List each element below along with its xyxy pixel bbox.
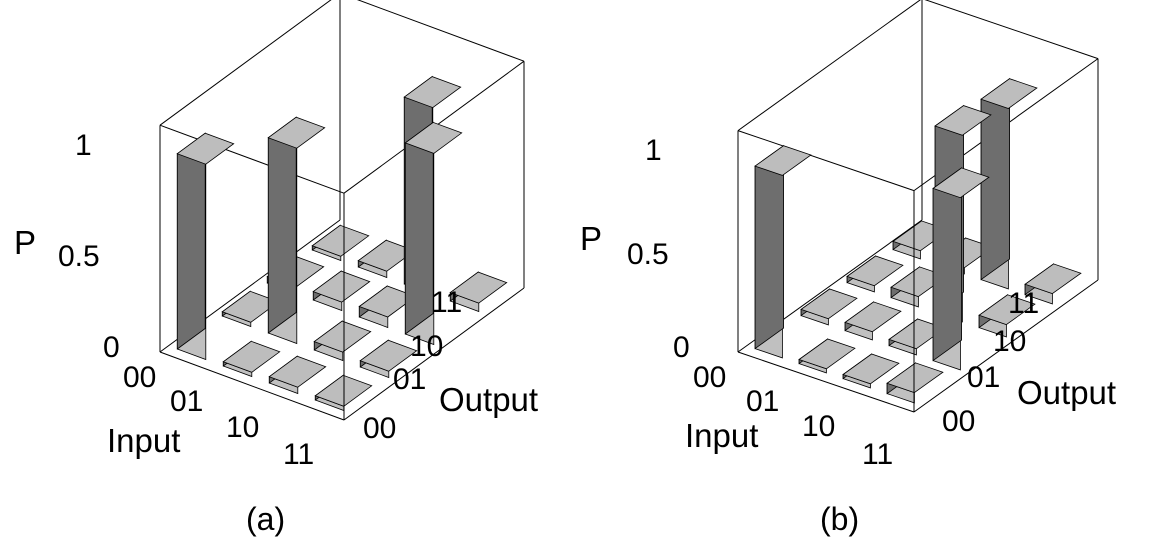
panel-a-y-tick-11: 11 [431, 286, 462, 319]
bar-in01-out00 [798, 338, 856, 374]
panel-a-x-axis-label: Input [107, 422, 180, 459]
panel-b-z-tick-1: 1 [645, 134, 662, 167]
bar-in01-out01 [267, 116, 326, 345]
bar-top-face [1024, 263, 1082, 295]
panel-b-x-tick-00: 00 [693, 361, 726, 394]
panel-b: P 1 0.5 0 00 01 10 11 Input 00 01 10 11 … [580, 0, 1116, 537]
bar-top-face [404, 121, 463, 154]
bar-in11-out10 [978, 294, 1036, 338]
bar-side-face [404, 121, 434, 335]
panel-a-z-axis-label: P [14, 224, 36, 261]
bar-in11-out11 [1024, 263, 1082, 305]
panel-a-x-tick-10: 10 [226, 411, 259, 444]
bar-top-face [980, 78, 1038, 109]
bar-in11-out01 [932, 167, 990, 371]
bar-in10-out00 [842, 353, 900, 389]
box-edge [159, 0, 332, 126]
panel-a-y-tick-00: 00 [363, 412, 396, 445]
box-edge [159, 351, 345, 421]
panel-a-y-tick-10: 10 [410, 330, 443, 363]
bar-top-face [798, 338, 856, 370]
bar-in00-out10 [846, 255, 904, 293]
bar-top-face [359, 339, 418, 372]
panel-b-z-axis-label: P [580, 220, 602, 257]
bar-in10-out11 [980, 77, 1038, 290]
panel-b-x-tick-10: 10 [802, 410, 835, 443]
bar-in01-out01 [844, 301, 902, 341]
bar-top-face [886, 362, 944, 394]
bar-top-face [978, 294, 1036, 326]
bar-top-face [311, 224, 370, 257]
panel-b-x-tick-01: 01 [746, 385, 779, 418]
bar-side-face [267, 116, 297, 334]
bar-top-face [754, 145, 812, 176]
bar-top-face [403, 76, 462, 109]
bar-in11-out00 [886, 362, 944, 404]
box-edge [737, 351, 915, 413]
bar-top-face [842, 353, 900, 385]
bar-in11-out11 [449, 271, 508, 313]
bar-top-face [932, 167, 990, 199]
panel-b-y-tick-10: 10 [993, 325, 1026, 358]
bar-side-face [754, 144, 784, 350]
box-edge [159, 124, 345, 194]
bar-top-face [800, 288, 858, 320]
bar-top-face [267, 116, 326, 149]
panel-b-x-axis-label: Input [685, 417, 758, 454]
bar-in01-out11 [357, 239, 416, 279]
bar-top-face [268, 355, 327, 388]
bar-in00-out00 [176, 132, 235, 361]
panel-a-x-tick-01: 01 [170, 385, 203, 418]
panel-a: P 1 0.5 0 00 01 10 11 Input 00 01 10 11 … [14, 0, 538, 537]
bar-in01-out10 [312, 270, 371, 312]
panel-b-y-tick-00: 00 [942, 405, 975, 438]
box-edge [737, 130, 915, 192]
box-edge [913, 279, 1099, 413]
bar-in10-out01 [313, 320, 372, 362]
box-edge [356, 0, 525, 62]
panel-a-z-tick-05: 0.5 [58, 240, 100, 273]
bar-in11-out01 [359, 339, 418, 379]
panel-a-label: (a) [246, 501, 285, 537]
bar-in00-out11 [311, 224, 370, 262]
bar-in00-out00 [754, 144, 812, 359]
bar-top-face [313, 320, 372, 353]
bar-top-face [449, 271, 508, 304]
panel-b-y-axis-label: Output [1017, 374, 1116, 411]
panel-a-box-front [159, 193, 525, 421]
panel-a-z-tick-0: 0 [103, 331, 120, 364]
box-edge [343, 287, 525, 421]
bar-top-face [934, 105, 992, 136]
bar-in01-out00 [222, 340, 281, 378]
panel-b-x-tick-11: 11 [862, 438, 893, 471]
panel-a-x-tick-11: 11 [283, 438, 314, 471]
bar-top-face [312, 270, 371, 303]
panel-a-bars [176, 75, 508, 412]
bar-side-face [176, 132, 206, 350]
panel-a-y-axis-label: Output [439, 381, 538, 418]
bar-top-face [846, 255, 904, 287]
panel-b-bars [754, 77, 1082, 404]
panel-b-box-front [737, 190, 1099, 413]
bar-top-face [222, 340, 281, 373]
panel-a-y-tick-01: 01 [393, 363, 426, 396]
panel-b-z-tick-05: 0.5 [627, 238, 669, 271]
panel-a-x-tick-00: 00 [123, 361, 156, 394]
bar-top-face [844, 301, 902, 333]
bar-in10-out00 [268, 355, 327, 395]
box-edge [924, 0, 1099, 60]
panel-b-label: (b) [820, 501, 859, 537]
bar-in10-out10 [358, 285, 417, 329]
panel-b-y-tick-11: 11 [1008, 287, 1039, 320]
panel-b-y-tick-01: 01 [967, 361, 1000, 394]
bar-in00-out01 [800, 288, 858, 326]
panel-a-z-tick-1: 1 [75, 129, 92, 162]
bar-in11-out10 [404, 121, 463, 346]
bar-top-face [176, 132, 235, 165]
panel-b-z-tick-0: 0 [673, 331, 690, 364]
box-edge [737, 0, 921, 132]
